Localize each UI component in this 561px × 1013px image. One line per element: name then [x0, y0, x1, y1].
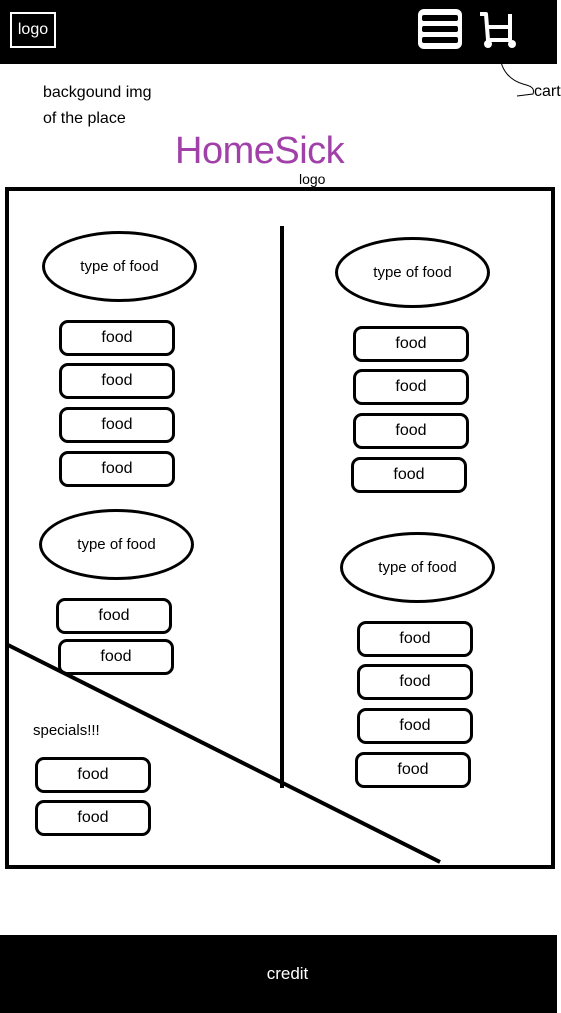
food-type-heading[interactable]: type of food [340, 532, 495, 603]
footer: credit [0, 935, 557, 1013]
food-item[interactable]: food [59, 320, 175, 356]
credit-text: credit [266, 964, 309, 983]
background-note-line2: of the place [43, 110, 126, 127]
food-item[interactable]: food [357, 621, 473, 657]
food-item[interactable]: food [353, 369, 469, 405]
column-divider [280, 226, 284, 788]
cart-icon [480, 12, 516, 48]
food-item[interactable]: food [56, 598, 172, 634]
food-item[interactable]: food [59, 407, 175, 443]
food-type-heading[interactable]: type of food [42, 231, 197, 302]
food-item[interactable]: food [357, 664, 473, 700]
background-image-note: backgound img of the place [43, 80, 152, 132]
brand-title: HomeSick [175, 130, 345, 172]
food-type-heading[interactable]: type of food [39, 509, 194, 580]
special-food-item[interactable]: food [35, 800, 151, 836]
brand-subtitle: logo [299, 171, 326, 187]
background-note-line1: backgound img [43, 84, 152, 101]
specials-heading: specials!!! [33, 722, 100, 739]
food-item[interactable]: food [355, 752, 471, 788]
food-type-heading[interactable]: type of food [335, 237, 490, 308]
cart-label: cart [534, 83, 561, 100]
food-item[interactable]: food [357, 708, 473, 744]
top-bar: logo [0, 0, 557, 64]
food-item[interactable]: food [353, 413, 469, 449]
food-item[interactable]: food [353, 326, 469, 362]
food-item[interactable]: food [59, 451, 175, 487]
menu-panel [5, 187, 555, 869]
food-item[interactable]: food [351, 457, 467, 493]
cart-pointer-line [500, 61, 534, 97]
food-item[interactable]: food [58, 639, 174, 675]
food-item[interactable]: food [59, 363, 175, 399]
special-food-item[interactable]: food [35, 757, 151, 793]
menu-button[interactable] [416, 7, 464, 51]
cart-button[interactable] [476, 10, 520, 52]
hamburger-menu-icon [418, 9, 462, 49]
logo[interactable]: logo [10, 12, 56, 48]
